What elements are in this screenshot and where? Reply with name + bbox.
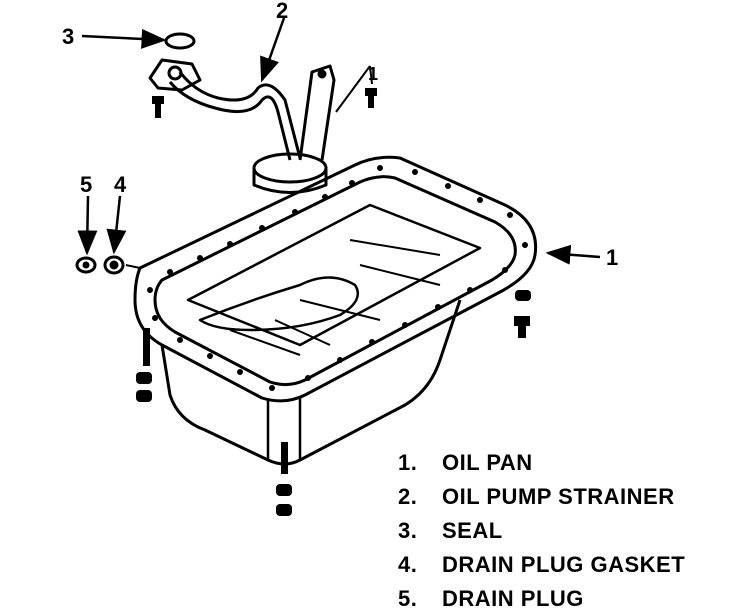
strainer-mount-flange (148, 58, 202, 92)
legend-label: SEAL (442, 518, 503, 543)
legend-number: 5. (398, 586, 418, 611)
leader-1 (545, 244, 601, 265)
pan-fasteners (136, 290, 531, 516)
pan-stud-left (143, 328, 150, 366)
callout-3: 3 (62, 24, 74, 49)
strainer-bracket (298, 64, 336, 161)
legend-item: 1. OIL PAN (398, 446, 685, 480)
legend-label: OIL PAN (442, 450, 533, 475)
leader-4 (106, 195, 127, 255)
drain-plug (75, 256, 97, 274)
pan-washer-right (515, 290, 531, 301)
legend-label: OIL PUMP STRAINER (442, 484, 675, 509)
legend-number: 1. (398, 450, 418, 475)
drain-plug-gasket (103, 255, 125, 275)
legend-number: 4. (398, 552, 418, 577)
legend-item: 3. SEAL (398, 514, 685, 548)
oil-pan-sump-opening (198, 276, 360, 332)
legend-item: 2. OIL PUMP STRAINER (398, 480, 685, 514)
strainer-bolts (152, 88, 377, 118)
oil-pan-flange-outer (133, 155, 538, 403)
drain-plug-assembly (75, 255, 141, 275)
seal (164, 32, 196, 50)
legend-item: 5. DRAIN PLUG (398, 582, 685, 616)
strainer-pipe (168, 81, 292, 161)
callout-4: 4 (114, 172, 127, 197)
pan-stud-bottom (281, 442, 288, 474)
legend-label: DRAIN PLUG (442, 586, 584, 611)
strainer-bolt-right (365, 88, 377, 96)
legend-number: 3. (398, 518, 418, 543)
leader-3 (81, 28, 167, 49)
pan-bolt-right (514, 316, 530, 326)
legend-item: 4. DRAIN PLUG GASKET (398, 548, 685, 582)
callout-1-bracket: 1 (368, 64, 378, 84)
flange-bolt-holes (147, 165, 528, 391)
legend-number: 2. (398, 484, 418, 509)
oil-pan-inner-well (186, 203, 482, 347)
oil-pan (133, 155, 538, 466)
oil-pump-strainer (148, 58, 336, 194)
parts-legend: 1. OIL PAN 2. OIL PUMP STRAINER 3. SEAL 4. D… (398, 446, 685, 616)
leader-2 (260, 17, 286, 83)
leader-5 (77, 195, 98, 256)
strainer-bolt-left (152, 96, 164, 104)
callout-leaders (77, 17, 601, 265)
leader-1-bracket-right (369, 65, 373, 85)
oil-pan-flange-inner (153, 175, 517, 387)
leader-1-bracket-left (335, 65, 371, 113)
callout-2: 2 (276, 0, 288, 23)
callout-1: 1 (606, 245, 618, 270)
legend-label: DRAIN PLUG GASKET (442, 552, 686, 577)
callout-5: 5 (80, 172, 92, 197)
